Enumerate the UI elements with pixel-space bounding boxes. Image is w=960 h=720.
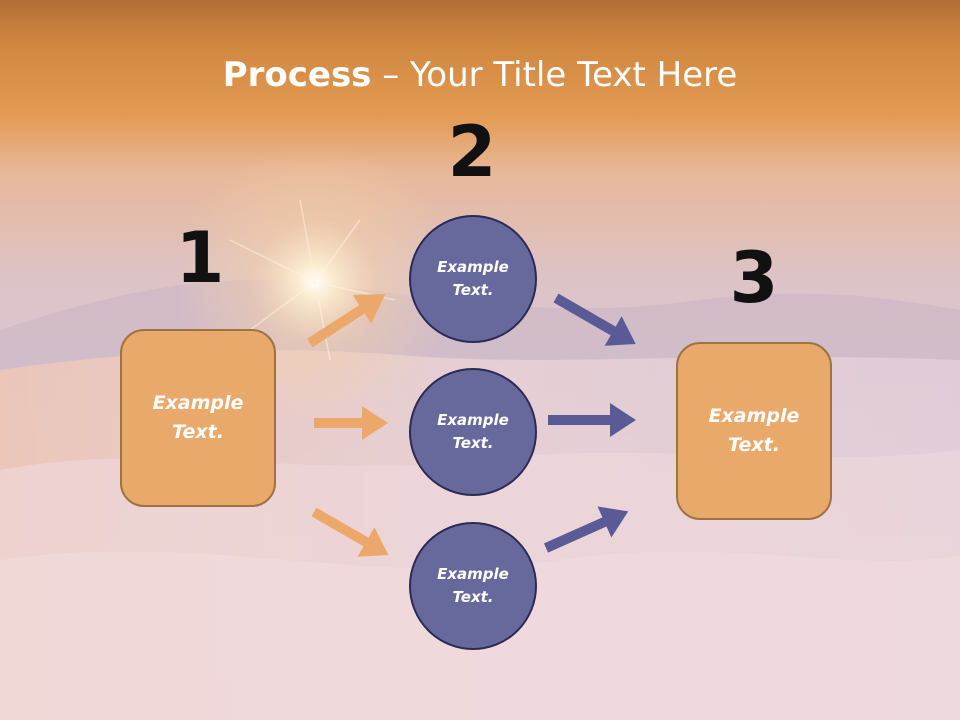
circle-top: Example Text. (409, 215, 537, 343)
step-number-3: 3 (729, 237, 779, 319)
right-box-text: Example Text. (708, 405, 800, 456)
circle-top-text: Example Text. (437, 258, 509, 299)
arrow-right-icon (543, 506, 629, 553)
left-box-text: Example Text. (152, 392, 244, 443)
step-number-2: 2 (447, 111, 497, 193)
arrow-right-icon (307, 293, 386, 348)
arrow-right-icon (548, 403, 636, 437)
left-box: Example Text. (120, 329, 276, 507)
circle-middle: Example Text. (409, 368, 537, 496)
circle-middle-text: Example Text. (437, 411, 509, 452)
arrow-right-icon (311, 507, 389, 557)
arrow-right-icon (553, 293, 636, 346)
right-box: Example Text. (676, 342, 832, 520)
title-rest-text: – Your Title Text Here (371, 55, 738, 95)
circle-bottom-text: Example Text. (437, 565, 509, 606)
circle-bottom: Example Text. (409, 522, 537, 650)
arrow-right-icon (314, 406, 388, 440)
slide-title: Process – Your Title Text Here (0, 52, 960, 98)
step-number-1: 1 (175, 217, 225, 299)
title-bold-text: Process (222, 55, 372, 95)
